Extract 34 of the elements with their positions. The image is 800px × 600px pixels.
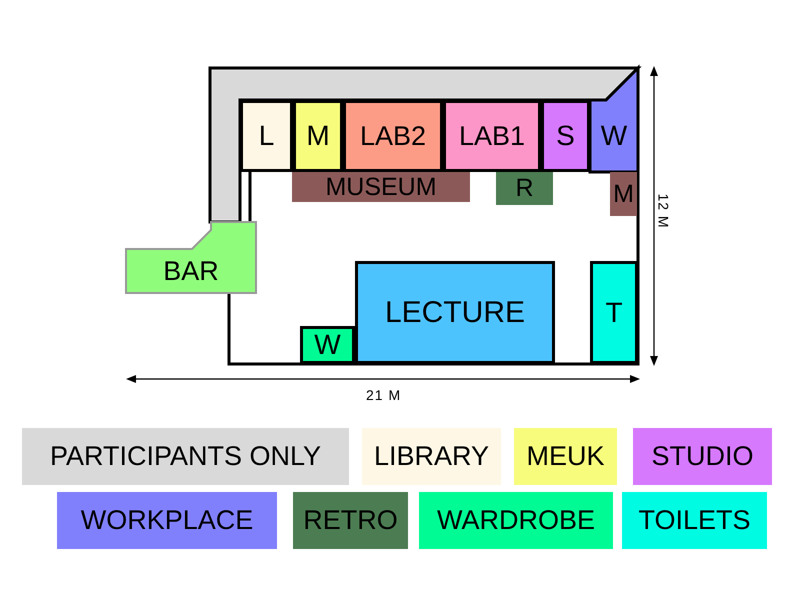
room-label: M (306, 120, 330, 152)
bar-area (126, 222, 256, 293)
room-label: BAR (163, 256, 219, 287)
studio-room (541, 100, 590, 172)
legend-swatch: STUDIO (633, 428, 772, 485)
retro-area (496, 172, 553, 205)
museum-area (292, 172, 470, 202)
room-label: MUSEUM (325, 172, 437, 202)
room-label: LECTURE (384, 296, 526, 330)
meuk-room (293, 100, 343, 172)
toilets-room (590, 261, 638, 364)
legend-swatch: RETRO (293, 492, 408, 549)
room-label: R (515, 174, 534, 203)
legend-swatch: PARTICIPANTS ONLY (22, 428, 349, 485)
room-label: L (258, 120, 274, 152)
dimension-label: 12 M (656, 193, 672, 229)
legend-swatch: TOILETS (622, 492, 767, 549)
room-label: T (605, 296, 623, 328)
library-room (240, 100, 293, 172)
room-label: LAB1 (458, 120, 526, 152)
dimension-label: 21 M (366, 387, 402, 403)
legend-swatch: WORKPLACE (57, 492, 277, 549)
lab-room (343, 100, 443, 172)
lecture-room (355, 261, 555, 364)
room-label: LAB2 (360, 120, 426, 152)
legend-swatch: WARDROBE (419, 492, 613, 549)
lab-room (443, 100, 541, 172)
legend-swatch: MEUK (514, 428, 617, 485)
legend-swatch: LIBRARY (362, 428, 501, 485)
wardrobe-room (300, 326, 355, 364)
room-label: S (556, 120, 575, 152)
room-label: W (314, 329, 341, 361)
museum-area (610, 172, 637, 216)
room-label: M (613, 180, 634, 208)
